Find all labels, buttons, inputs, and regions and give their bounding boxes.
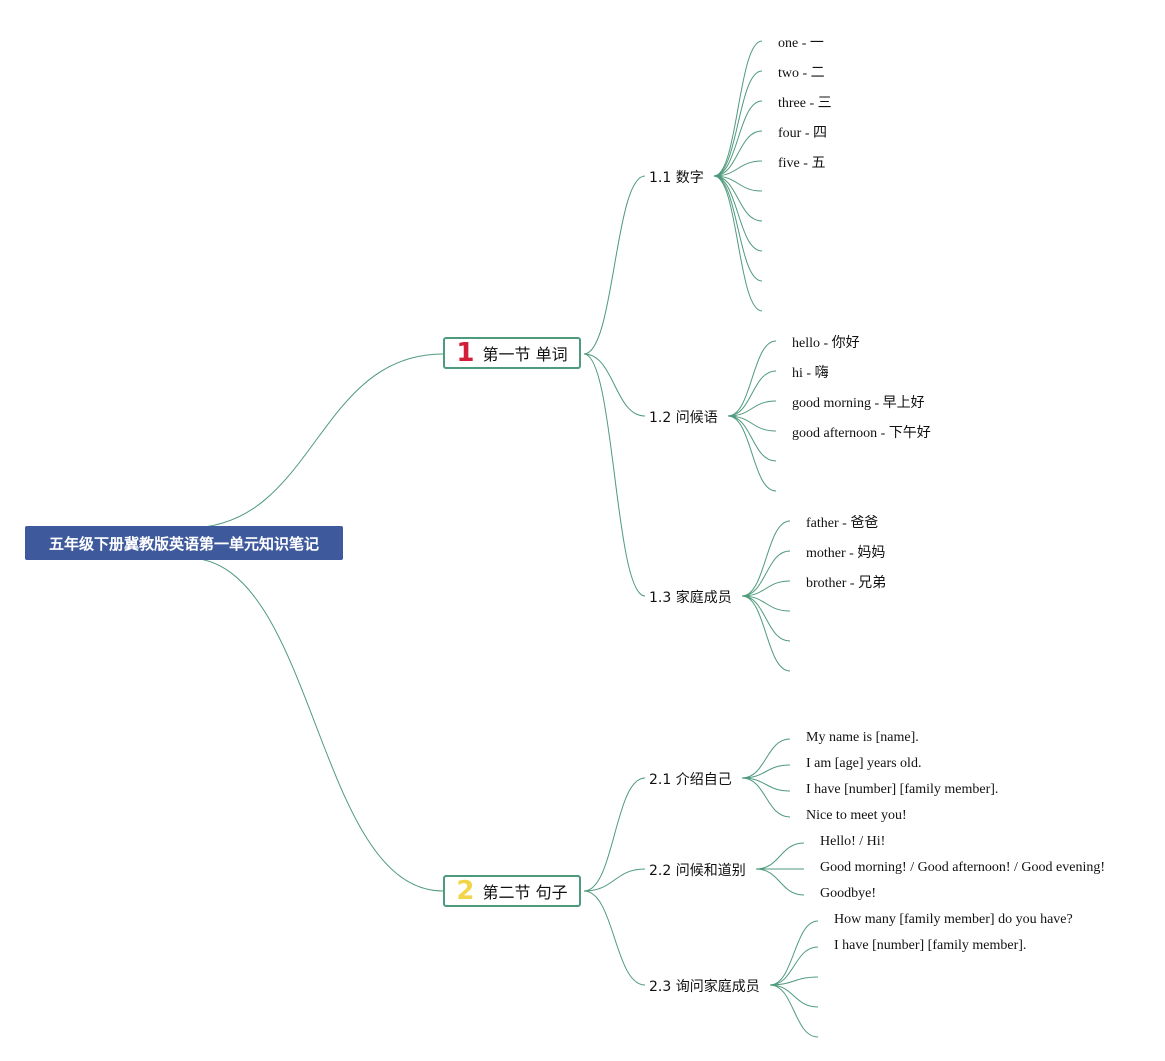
leaf-item[interactable]: Hello! / Hi! [820,834,886,849]
leaf-item[interactable]: I have [number] [family member]. [806,782,999,797]
subtopic-1-1[interactable]: 1.1 数字 [649,170,704,186]
line-leaf-2-3-4 [769,984,819,1008]
line-leaf-1-1-2 [713,70,763,177]
subtopic-1-3[interactable]: 1.3 家庭成员 [649,590,732,606]
line-leaf-1-2-1 [727,340,777,417]
leaf-item[interactable]: Nice to meet you! [806,808,907,823]
line-leaf-2-3-1 [769,920,819,986]
leaf-item[interactable]: How many [family member] do you have? [834,912,1073,927]
line-leaf-2-1-3 [741,777,791,792]
section-one-label: 第一节 单词 [482,345,568,364]
line-leaf-2-3-3 [769,976,819,986]
line-leaf-1-1-7 [713,175,763,222]
line-leaf-1-3-6 [741,595,791,672]
line-root-section-two [187,557,444,892]
line-leaf-1-1-10 [713,175,763,312]
leaf-item[interactable]: two - 二 [778,65,825,81]
subtopic-2-1[interactable]: 2.1 介绍自己 [649,772,732,788]
line-leaf-1-2-2 [727,370,777,417]
leaf-item[interactable]: father - 爸爸 [806,515,879,531]
leaf-item[interactable]: five - 五 [778,155,826,171]
section-one[interactable]: 1 第一节 单词 [443,337,581,369]
line-section1-sub3 [583,353,646,597]
line-leaf-2-3-2 [769,946,819,986]
section-two-number: 2 [456,876,475,906]
line-leaf-1-3-4 [741,595,791,612]
line-leaf-1-1-6 [713,175,763,192]
leaf-item[interactable]: four - 四 [778,125,827,141]
line-section1-sub2 [583,353,646,417]
line-leaf-1-1-9 [713,175,763,282]
line-leaf-2-2-1 [755,842,805,870]
line-leaf-1-2-6 [727,415,777,492]
leaf-item[interactable]: good morning - 早上好 [792,395,925,411]
leaf-item[interactable]: good afternoon - 下午好 [792,425,931,441]
line-leaf-1-1-5 [713,160,763,177]
section-one-number: 1 [456,338,475,368]
line-root-section-one [187,353,444,529]
subtopic-1-2[interactable]: 1.2 问候语 [649,410,718,426]
line-leaf-2-3-5 [769,984,819,1038]
line-leaf-1-1-8 [713,175,763,252]
leaf-item[interactable]: hi - 嗨 [792,365,829,381]
leaf-item[interactable]: brother - 兄弟 [806,575,887,591]
line-leaf-2-2-3 [755,868,805,896]
leaf-item[interactable]: one - 一 [778,35,824,51]
line-leaf-1-3-2 [741,550,791,597]
subtopic-2-2[interactable]: 2.2 问候和道别 [649,863,746,879]
line-section2-sub2 [583,868,646,892]
line-section2-sub3 [583,890,646,986]
section-two[interactable]: 2 第二节 句子 [443,875,581,907]
line-section2-sub1 [583,777,646,892]
line-leaf-2-1-1 [741,738,791,779]
leaf-item[interactable]: hello - 你好 [792,335,860,351]
line-leaf-1-2-3 [727,400,777,417]
line-leaf-1-1-4 [713,130,763,177]
line-leaf-1-3-5 [741,595,791,642]
line-leaf-1-1-3 [713,100,763,177]
leaf-item[interactable]: Goodbye! [820,886,876,901]
line-leaf-1-3-3 [741,580,791,597]
line-leaf-1-2-4 [727,415,777,432]
subtopic-2-3[interactable]: 2.3 询问家庭成员 [649,979,760,995]
line-leaf-2-1-4 [741,777,791,818]
line-leaf-1-2-5 [727,415,777,462]
leaf-item[interactable]: three - 三 [778,95,832,111]
line-leaf-2-1-2 [741,764,791,779]
leaf-item[interactable]: I am [age] years old. [806,756,922,771]
line-leaf-1-3-1 [741,520,791,597]
line-section1-sub1 [583,175,646,355]
leaf-item[interactable]: I have [number] [family member]. [834,938,1027,953]
leaf-item[interactable]: My name is [name]. [806,730,919,745]
section-two-label: 第二节 句子 [482,883,568,902]
root-topic[interactable]: 五年级下册冀教版英语第一单元知识笔记 [25,526,343,560]
leaf-item[interactable]: mother - 妈妈 [806,545,886,561]
leaf-item[interactable]: Good morning! / Good afternoon! / Good e… [820,860,1105,875]
line-leaf-1-1-1 [713,40,763,177]
